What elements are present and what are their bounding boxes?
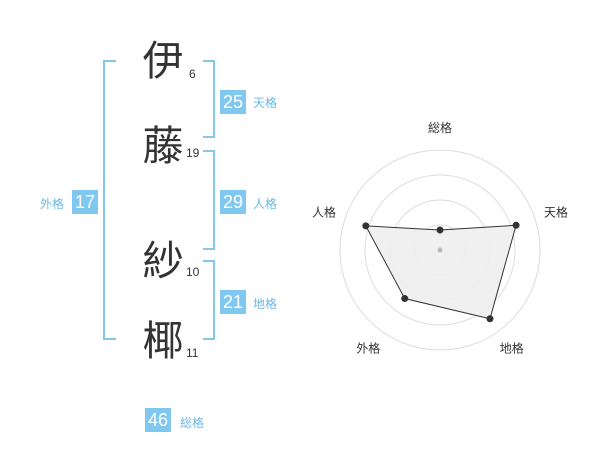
radar-point-2 — [512, 221, 520, 229]
stroke-count-1: 6 — [189, 67, 196, 81]
chikaku-label: 地格 — [253, 297, 278, 311]
name-char-1: 伊 — [142, 37, 184, 85]
jinkaku-value-badge: 29 — [220, 190, 247, 214]
radar-axis-label-1: 総格 — [428, 120, 452, 135]
soukaku-label: 総格 — [180, 416, 205, 430]
radar-axis-label-5: 人格 — [312, 204, 336, 219]
radar-point-1 — [436, 226, 444, 234]
stroke-count-2: 19 — [186, 146, 200, 160]
radar-point-5 — [362, 222, 370, 230]
tenkaku-bracket — [203, 60, 215, 138]
radar-point-4 — [401, 295, 409, 303]
chikaku-bracket — [203, 260, 215, 340]
gaikaku-value-badge: 17 — [72, 190, 99, 214]
radar-point-3 — [486, 315, 494, 323]
tenkaku-label: 天格 — [253, 96, 278, 110]
name-char-4: 椰 — [142, 317, 184, 365]
stroke-count-4: 11 — [186, 346, 199, 360]
radar-axis-label-4: 外格 — [356, 341, 380, 356]
radar-axis-label-3: 地格 — [500, 341, 524, 356]
stroke-count-3: 10 — [186, 265, 200, 279]
gaikaku-bracket — [103, 60, 116, 340]
jinkaku-bracket — [203, 150, 215, 250]
tenkaku-value-badge: 25 — [220, 90, 247, 114]
soukaku-value-badge: 46 — [145, 408, 172, 432]
jinkaku-label: 人格 — [253, 197, 278, 211]
gaikaku-label: 外格 — [40, 197, 65, 211]
chikaku-value-badge: 21 — [220, 290, 247, 314]
radar-center-dot — [437, 247, 443, 253]
radar-grid-ring — [364, 174, 516, 326]
name-char-2: 藤 — [142, 122, 184, 170]
name-char-3: 紗 — [142, 237, 184, 285]
radar-grid-ring — [339, 149, 541, 351]
radar-axis-label-2: 天格 — [544, 204, 568, 219]
